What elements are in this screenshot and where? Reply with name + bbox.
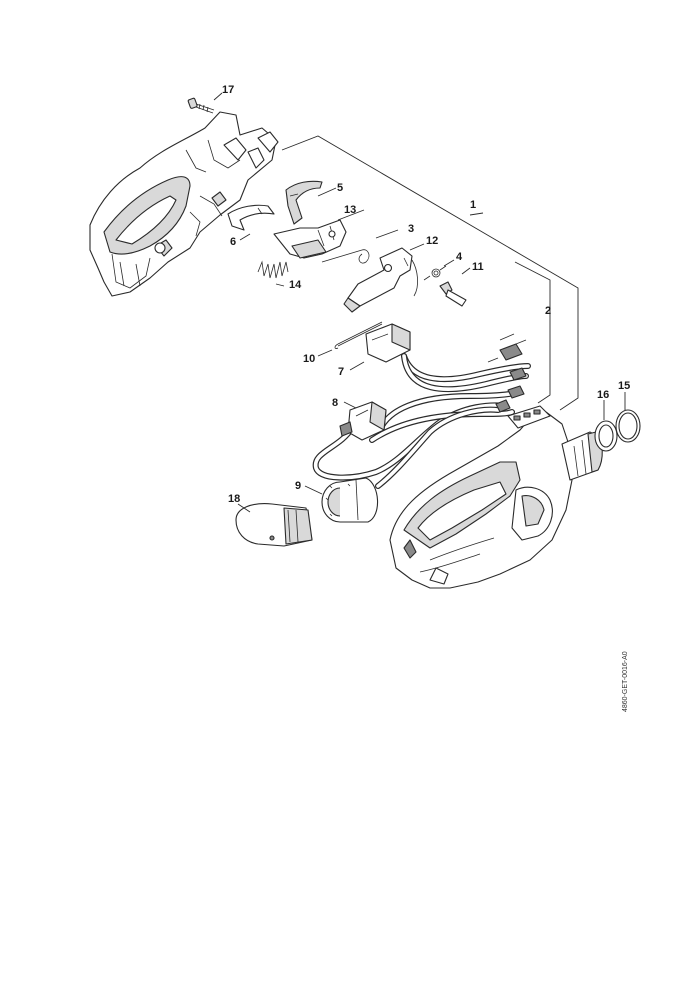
housing-shell-right <box>389 405 603 589</box>
part-6-bracket <box>227 204 275 241</box>
part-17-screw <box>187 92 223 114</box>
part-10-wire <box>317 321 383 357</box>
part-9-socket <box>304 477 379 523</box>
label-3: 3 <box>408 223 414 235</box>
label-13: 13 <box>344 204 356 216</box>
part-4-spring <box>423 259 455 281</box>
part-8-switch <box>339 401 387 441</box>
label-9: 9 <box>295 480 301 492</box>
housing-shell-left <box>89 111 279 297</box>
label-11: 11 <box>472 261 484 273</box>
part-14-spring <box>257 260 289 287</box>
label-12: 12 <box>426 235 438 247</box>
label-6: 6 <box>230 236 236 248</box>
part-13-trigger <box>273 209 365 259</box>
label-14: 14 <box>289 279 302 291</box>
part-18-cap <box>235 503 313 547</box>
part-5-lever <box>285 180 337 225</box>
label-5: 5 <box>337 182 343 194</box>
reference-code: 4860-GET-0016-A0 <box>622 651 629 712</box>
label-1: 1 <box>470 199 476 211</box>
assembly-bracket-1 <box>281 135 579 411</box>
part-3-pin <box>321 229 399 264</box>
part-7-switch-module <box>349 323 411 371</box>
label-10: 10 <box>303 353 315 365</box>
label-8: 8 <box>332 397 338 409</box>
label-4: 4 <box>456 251 463 263</box>
part-12-lock-lever <box>343 243 425 313</box>
part-16-ring <box>594 400 618 452</box>
wire-harness <box>312 333 531 489</box>
assembly-bracket-2 <box>514 261 551 404</box>
label-7: 7 <box>338 366 344 378</box>
label-18: 18 <box>228 493 240 505</box>
label-2: 2 <box>545 305 551 317</box>
label-17: 17 <box>222 84 234 96</box>
label-15: 15 <box>618 380 630 392</box>
part-11-bolt <box>439 267 471 307</box>
part-15-oring <box>615 392 641 443</box>
label-16: 16 <box>597 389 609 401</box>
